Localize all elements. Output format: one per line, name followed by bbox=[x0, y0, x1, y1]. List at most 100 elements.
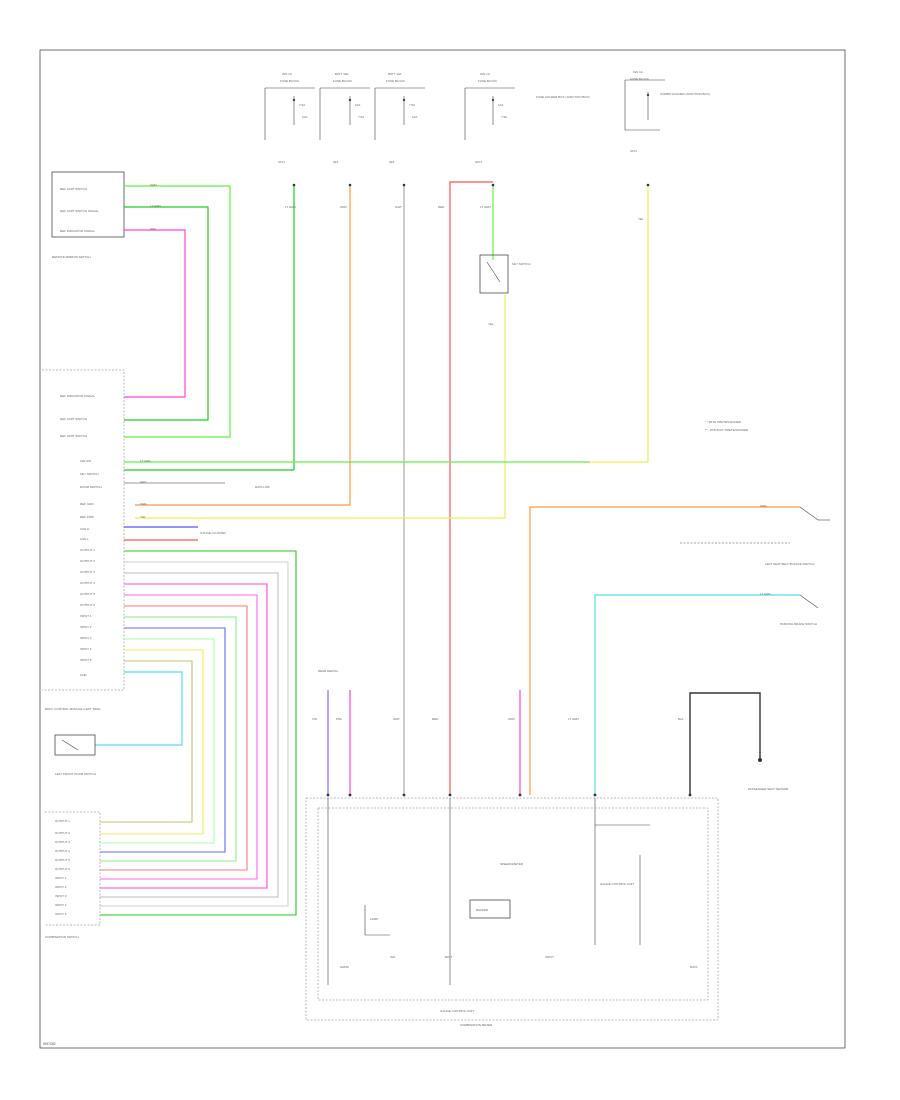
wire-label: GRY bbox=[140, 480, 146, 484]
page-code: W97082 bbox=[43, 1042, 56, 1046]
wire-loop-gray-2 bbox=[100, 572, 279, 898]
wire-label: LT GRN bbox=[480, 205, 491, 209]
bcm-pin-label: IGN SW bbox=[80, 459, 91, 463]
rear-defog-label: REAR DEFOG bbox=[318, 669, 339, 673]
fuse-f1-sub: FUSE BLOCK bbox=[280, 79, 299, 83]
bcm-pin-label: REF LIMIT SWITCH bbox=[60, 417, 87, 421]
fuse-f3-sub: FUSE BLOCK bbox=[386, 79, 405, 83]
wire-loop-tan bbox=[100, 660, 193, 823]
mirror-switch-label: REMOTE MIRROR SWITCH bbox=[52, 255, 91, 259]
fuse-f2-pin: 2E1 bbox=[333, 160, 339, 164]
fuse-f4-note: FUSE HOLDER BOX (JUNCTION BOX) bbox=[536, 95, 590, 99]
wire-mirror-pink bbox=[124, 229, 186, 398]
bcm-pin-label: INPUT 4 bbox=[80, 647, 92, 651]
meter-label: GRND bbox=[340, 965, 350, 969]
fuse-f3-rating: 7.5A bbox=[409, 103, 415, 107]
mirror-label-2: REF LIMIT SWITCH SIGNAL bbox=[60, 209, 99, 213]
bcm-pin-label: REF PWR bbox=[80, 515, 95, 519]
mirror-label-3: REF INDICATOR SIGNAL bbox=[60, 229, 95, 233]
combo-pin-label: INPUT 5 bbox=[55, 912, 67, 916]
bcm-pin-label: CAN L bbox=[80, 537, 89, 541]
remote-mirror-switch: REF LIMIT SWITCH REF LIMIT SWITCH SIGNAL… bbox=[51, 171, 125, 259]
combo-pin-label: OUTPUT 1 bbox=[55, 819, 70, 823]
bcm-pin-label: REF INDICATOR SIGNAL bbox=[60, 394, 95, 398]
combo-pin-label: OUTPUT 2 bbox=[55, 831, 70, 835]
mirror-label-1: REF LIMIT SWITCH bbox=[60, 187, 87, 191]
wire-loop-blue bbox=[100, 627, 226, 853]
fuse-f2-top: BATT 30A bbox=[335, 72, 349, 76]
fuse-f1-top: IGN 1A bbox=[282, 72, 292, 76]
wire-orange-seatbelt bbox=[529, 506, 800, 795]
wire-label: YEL bbox=[140, 515, 146, 519]
wire-mirror-green-2 bbox=[124, 206, 209, 421]
left-front-door-switch: LEFT FRONT DOOR SWITCH bbox=[54, 734, 96, 776]
bcm-pin-label: INPUT 5 bbox=[80, 658, 92, 662]
bcm-pin-label: CAN H bbox=[80, 527, 89, 531]
wire-label: RED bbox=[432, 717, 439, 721]
bcm-pin-label: DOOR SWITCH bbox=[80, 485, 102, 489]
passenger-sensor-label: PASSENGER SEAT SENSOR bbox=[748, 787, 789, 791]
fuse-f3-pin: 2E3 bbox=[389, 160, 395, 164]
gauge-unit-inner-label: GAUGE CONTROL UNIT bbox=[600, 882, 634, 886]
key-switch: KEY SWITCH bbox=[479, 254, 531, 294]
fuse-f4-top: IGN 1A bbox=[480, 72, 490, 76]
fuse-f5-top: IGN 1A bbox=[633, 70, 643, 74]
combo-pin-label: INPUT 1 bbox=[55, 876, 67, 880]
fuse-f1: IGN 1A FUSE BLOCK 7.5A 10A 3A71 bbox=[264, 72, 315, 164]
bcm-pin-label: OUTPUT 6 bbox=[80, 603, 95, 607]
wire-label: RED bbox=[438, 205, 445, 209]
body-control-module: REF INDICATOR SIGNAL REF LIMIT SWITCH RE… bbox=[42, 369, 125, 691]
wire-loop-pink-2 bbox=[100, 594, 258, 880]
diagram-frame bbox=[39, 49, 846, 1049]
wire-label: YEL bbox=[638, 217, 644, 221]
wire-label: PNK bbox=[150, 227, 156, 231]
wire-loop-green-2 bbox=[100, 616, 237, 862]
wire-loop-pink-1 bbox=[100, 583, 268, 889]
wire-label: LT GRN bbox=[140, 459, 151, 463]
combination-switch: OUTPUT 1 OUTPUT 2 OUTPUT 3 OUTPUT 4 OUTP… bbox=[45, 811, 101, 939]
meter-label: DATA bbox=[690, 965, 698, 969]
key-switch-label: KEY SWITCH bbox=[512, 262, 531, 266]
passenger-seat-sensor: PASSENGER SEAT SENSOR bbox=[689, 692, 789, 795]
wire-loop-red bbox=[100, 605, 248, 871]
legend-line-2: ** : WITHOUT PRETENSIONER bbox=[705, 428, 749, 432]
fuse-f5-sub: FUSE BLOCK bbox=[630, 77, 649, 81]
bcm-pin-label: OUTPUT 5 bbox=[80, 592, 95, 596]
fuse-f2-sub: FUSE BLOCK bbox=[333, 79, 352, 83]
wire-label: ORG bbox=[140, 502, 148, 506]
wire-label: PNK bbox=[336, 717, 342, 721]
fuse-f1-conn: 10A bbox=[302, 115, 307, 119]
wire-loop-gray-1 bbox=[100, 561, 289, 907]
bcm-pin-label: OUTPUT 2 bbox=[80, 559, 95, 563]
combo-pin-label: OUTPUT 6 bbox=[55, 867, 70, 871]
bcm-pin-label: REF LIMIT SWITCH bbox=[60, 434, 87, 438]
bcm-pin-label: INPUT 2 bbox=[80, 625, 92, 629]
wire-ltblue-parking bbox=[594, 594, 800, 795]
wire-ltblue-door bbox=[95, 671, 183, 746]
fuse-f2-rating: 10A bbox=[355, 103, 360, 107]
fuse-f2: BATT 30A FUSE BLOCK 10A 7.5A 2E1 bbox=[319, 72, 370, 164]
parking-brake-label: PARKING BRAKE SWITCH bbox=[780, 622, 817, 626]
parking-brake-switch: PARKING BRAKE SWITCH bbox=[780, 594, 819, 626]
wire-yellow-right bbox=[590, 185, 649, 463]
door-switch-label: LEFT FRONT DOOR SWITCH bbox=[55, 772, 96, 776]
wire-loop-yellow bbox=[100, 649, 204, 835]
fuse-f3: BATT 10A FUSE BLOCK 7.5A 10A 2E3 bbox=[374, 72, 425, 164]
left-seat-belt-switch: LEFT SEAT BELT BUCKLE SWITCH bbox=[680, 506, 830, 566]
wire-label: WHT bbox=[393, 717, 400, 721]
wire-label: LT GRN bbox=[568, 717, 579, 721]
fuse-f1-rating: 7.5A bbox=[299, 103, 305, 107]
wire-label: ORG bbox=[760, 504, 768, 508]
wire-mirror-green-1 bbox=[124, 185, 231, 438]
bcm-pin-label: REF GND bbox=[80, 502, 94, 506]
wire-label: ORG bbox=[340, 205, 348, 209]
bcm-pin-label: OUTPUT 3 bbox=[80, 570, 95, 574]
gauge-control-label: GAUGE CONTROL UNIT bbox=[440, 1009, 474, 1013]
fuse-f4-sub: FUSE BLOCK bbox=[478, 79, 497, 83]
wire-loop-green bbox=[100, 550, 297, 916]
meter-label: INPUT bbox=[545, 955, 554, 959]
wire-label: BLK bbox=[678, 717, 684, 721]
combination-meter: BUZZER LAMP SPEEDOMETER GAUGE CONTROL UN… bbox=[305, 797, 719, 1027]
fuse-f3-top: BATT 10A bbox=[388, 72, 402, 76]
